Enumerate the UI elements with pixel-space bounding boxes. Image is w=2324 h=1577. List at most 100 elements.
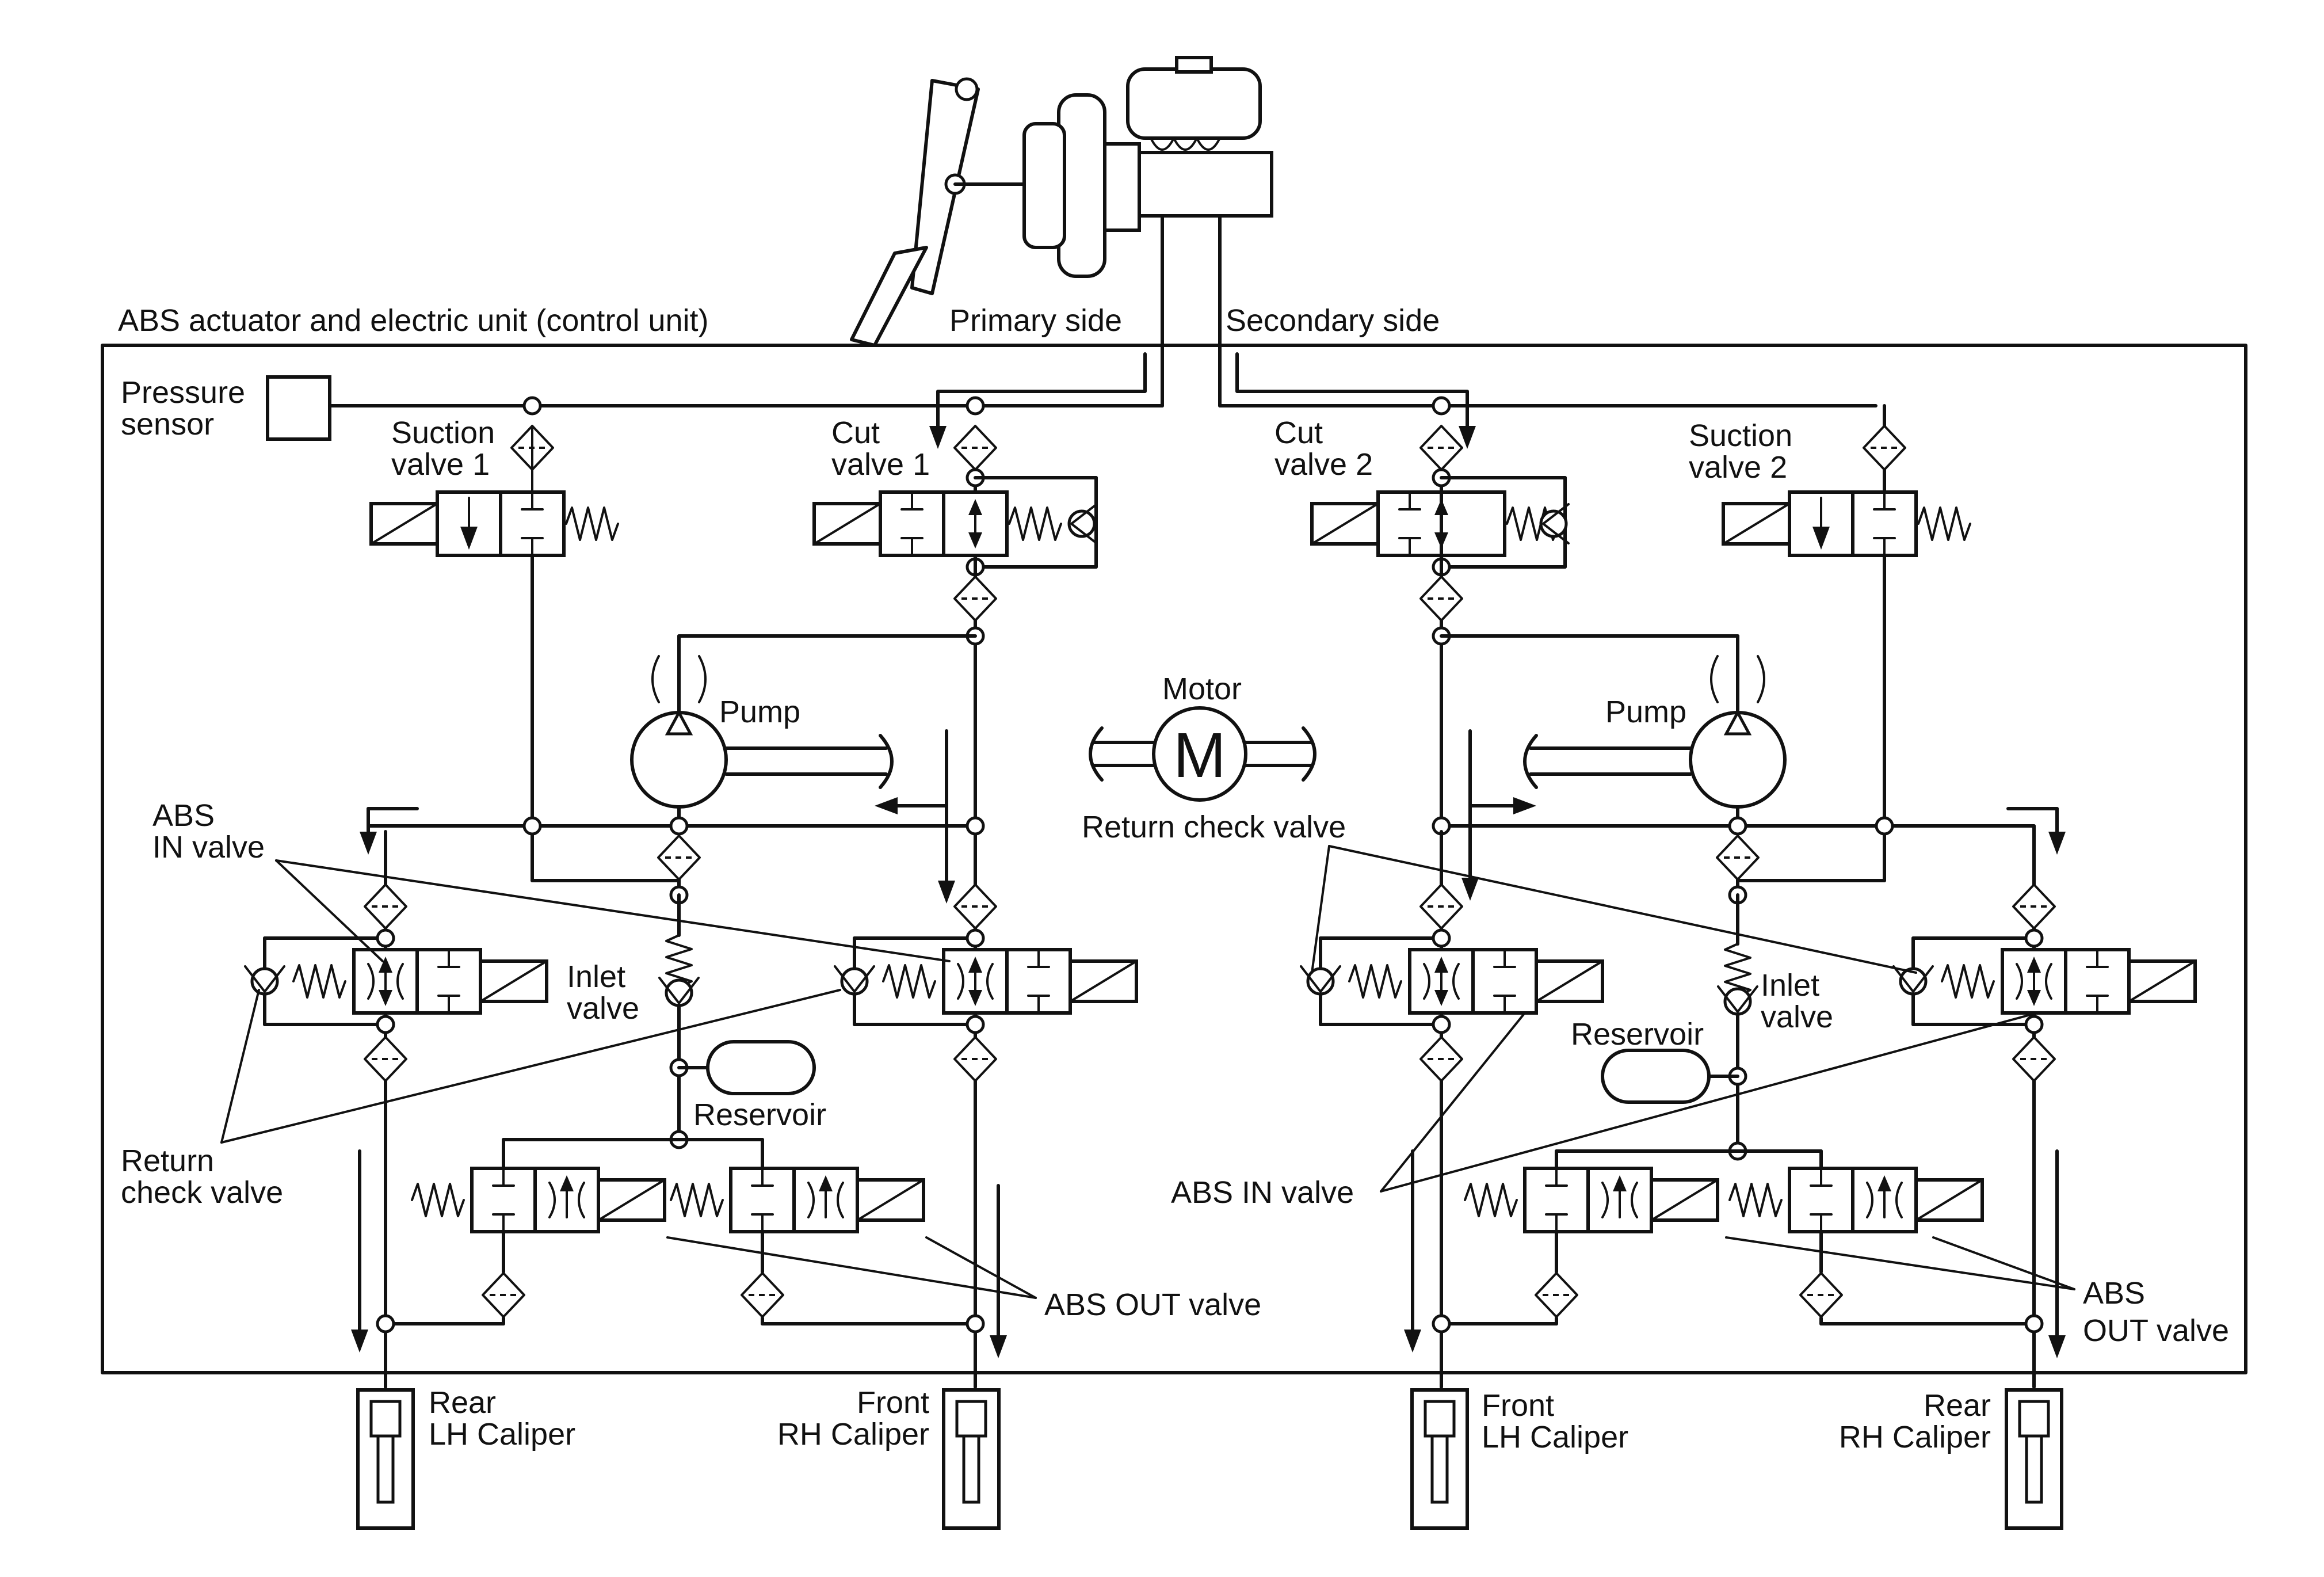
junction bbox=[377, 1316, 394, 1332]
leader-lines bbox=[220, 845, 2075, 1299]
brake-pedal-icon bbox=[850, 77, 1037, 347]
check-valve-icon bbox=[1894, 966, 1933, 994]
spring-icon bbox=[292, 964, 346, 999]
junction bbox=[671, 818, 687, 834]
filter-diamond-icon bbox=[953, 883, 997, 930]
junction bbox=[2026, 1016, 2042, 1033]
spring-icon bbox=[1917, 506, 1971, 541]
check-valve-icon bbox=[659, 978, 699, 1005]
filter-diamond-icon bbox=[657, 835, 701, 881]
junction bbox=[1433, 1316, 1449, 1332]
filter-diamond-icon bbox=[482, 1272, 525, 1318]
pressure-sensor-label-2: sensor bbox=[121, 407, 214, 441]
junction bbox=[1730, 818, 1746, 834]
unit-title: ABS actuator and electric unit (control … bbox=[118, 303, 709, 338]
reservoir-right-label: Reservoir bbox=[1571, 1017, 1704, 1052]
return-check-valve-center-label: Return check valve bbox=[1082, 810, 1346, 844]
filter-diamond-icon bbox=[364, 1036, 407, 1082]
filter-diamond-icon bbox=[1799, 1272, 1843, 1318]
spring-icon bbox=[1728, 1183, 1783, 1217]
filter-diamond-icon bbox=[953, 1036, 997, 1082]
rear-rh-label-a: Rear bbox=[1924, 1388, 1991, 1423]
junction bbox=[377, 930, 394, 946]
junction bbox=[524, 818, 540, 834]
junction bbox=[967, 930, 983, 946]
front-rh-label-a: Front bbox=[857, 1385, 929, 1420]
spring-icon bbox=[882, 964, 936, 999]
spring-icon bbox=[411, 1183, 465, 1217]
abs-out-valve-right-label-b: OUT valve bbox=[2083, 1313, 2229, 1348]
inlet-valve-right-label-a: Inlet bbox=[1761, 968, 1819, 1003]
check-valve-icon bbox=[1718, 986, 1757, 1014]
suction-valve-2-label-a: Suction bbox=[1689, 418, 1792, 453]
suction-valve-1-label-b: valve 1 bbox=[391, 447, 490, 482]
front-lh-label-a: Front bbox=[1482, 1388, 1554, 1423]
filter-diamond-icon bbox=[1716, 835, 1760, 881]
rear-lh-label-b: LH Caliper bbox=[429, 1417, 575, 1452]
reservoir-icon bbox=[1601, 1049, 1711, 1104]
control-unit-box bbox=[101, 344, 2247, 1374]
junction bbox=[967, 1316, 983, 1332]
junction bbox=[524, 398, 540, 414]
spring-icon bbox=[1464, 1183, 1518, 1217]
suction-valve-2-label-b: valve 2 bbox=[1689, 450, 1787, 485]
caliper-front-rh bbox=[942, 1388, 1001, 1530]
motor-label: Motor bbox=[1162, 672, 1242, 706]
inlet-valve-left-label-b: valve bbox=[567, 991, 639, 1026]
junction bbox=[967, 1016, 983, 1033]
rear-lh-label-a: Rear bbox=[429, 1385, 496, 1420]
filter-diamond-icon bbox=[2012, 1036, 2056, 1082]
junction bbox=[1433, 1016, 1449, 1033]
inlet-valve-right-label-b: valve bbox=[1761, 1000, 1833, 1034]
check-valve-icon bbox=[1301, 966, 1340, 994]
brake-booster-icon bbox=[1022, 93, 1141, 278]
motor-icon: M bbox=[1089, 706, 1316, 802]
reservoir-icon bbox=[706, 1040, 816, 1095]
return-check-valve-left-label-b: check valve bbox=[121, 1175, 283, 1210]
spring-icon bbox=[1348, 964, 1402, 999]
spring-icon bbox=[1008, 506, 1062, 541]
spring-icon bbox=[565, 506, 619, 541]
secondary-side-label: Secondary side bbox=[1226, 303, 1440, 338]
abs-in-valve-left-label-b: IN valve bbox=[152, 830, 265, 864]
valve-network bbox=[245, 398, 2197, 1389]
junction bbox=[1876, 818, 1892, 834]
junction bbox=[1433, 930, 1449, 946]
cut-valve-2-cell-b bbox=[1440, 490, 1506, 557]
rear-rh-label-b: RH Caliper bbox=[1839, 1420, 1991, 1454]
front-rh-label-b: RH Caliper bbox=[777, 1417, 929, 1452]
junction bbox=[2026, 1316, 2042, 1332]
inlet-valve-left-label-a: Inlet bbox=[567, 959, 625, 994]
check-valve-icon bbox=[1069, 504, 1097, 543]
filter-diamond-icon bbox=[953, 576, 997, 622]
return-check-valve-left-label-a: Return bbox=[121, 1144, 214, 1178]
junction bbox=[377, 1016, 394, 1033]
motor-symbol: M bbox=[1173, 720, 1226, 791]
abs-out-valve-right-label-a: ABS bbox=[2083, 1276, 2145, 1311]
filter-diamond-icon bbox=[1419, 425, 1463, 471]
primary-side-label: Primary side bbox=[949, 303, 1122, 338]
filter-diamond-icon bbox=[953, 425, 997, 471]
junction bbox=[967, 818, 983, 834]
filter-diamond-icon bbox=[1535, 1272, 1578, 1318]
filter-diamond-icon bbox=[741, 1272, 784, 1318]
junction bbox=[967, 398, 983, 414]
junction bbox=[2026, 930, 2042, 946]
suction-valve-1-label-a: Suction bbox=[391, 416, 495, 450]
caliper-front-lh bbox=[1410, 1388, 1469, 1530]
master-cylinder-icon bbox=[1126, 56, 1273, 407]
filter-diamond-icon bbox=[1863, 425, 1906, 471]
spring-icon bbox=[670, 1183, 724, 1217]
abs-in-valve-left-label-a: ABS bbox=[152, 798, 215, 833]
filter-diamond-icon bbox=[364, 883, 407, 930]
filter-diamond-icon bbox=[2012, 883, 2056, 930]
pressure-sensor-label-1: Pressure bbox=[121, 375, 245, 410]
junction bbox=[1433, 398, 1449, 414]
cut-valve-1-label-a: Cut bbox=[831, 416, 880, 450]
pressure-sensor-icon bbox=[266, 375, 331, 441]
cut-valve-1-label-b: valve 1 bbox=[831, 447, 930, 482]
cut-valve-2-label-a: Cut bbox=[1274, 416, 1323, 450]
front-lh-label-b: LH Caliper bbox=[1482, 1420, 1628, 1454]
